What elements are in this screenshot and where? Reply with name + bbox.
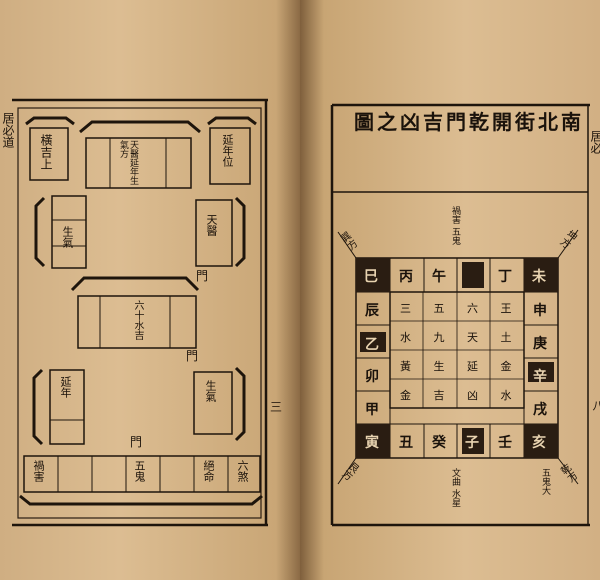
inner-cell-0-3: 王 bbox=[500, 302, 512, 315]
left-page-drawing bbox=[17, 107, 262, 519]
gate-label-middle: 門 bbox=[186, 349, 199, 363]
bottom-room-1: 禍害 bbox=[32, 460, 45, 482]
gate-label-lower: 門 bbox=[130, 435, 143, 449]
cell-left-2: 卯 bbox=[365, 369, 379, 385]
inner-cell-2-1: 生 bbox=[433, 360, 445, 373]
cell-left-4: 寅 bbox=[365, 435, 379, 451]
inner-cell-2-0: 黃 bbox=[400, 360, 411, 373]
inner-cell-0-2: 六 bbox=[467, 302, 478, 315]
left-folio: 三 bbox=[270, 400, 283, 414]
inner-cell-3-3: 水 bbox=[500, 389, 512, 402]
block-middle-right: 天醫 bbox=[205, 214, 218, 236]
cell-top-0: 巳 bbox=[364, 269, 378, 285]
cell-top-3: 丁 bbox=[498, 269, 512, 285]
cell-right-2: 辛 bbox=[533, 369, 547, 385]
block-top-right: 延年位 bbox=[221, 134, 234, 167]
cell-top-4: 未 bbox=[532, 269, 546, 285]
bottom-room-7: 六煞 bbox=[236, 460, 249, 482]
inner-cell-3-2: 凶 bbox=[467, 389, 478, 402]
block-lower-left: 延年 bbox=[59, 376, 72, 398]
note-bottom-center: 文曲 水星 bbox=[450, 468, 460, 507]
bottom-room-4: 五鬼 bbox=[133, 460, 146, 482]
cell-bottom-4: 丑 bbox=[399, 435, 413, 451]
left-page: 居必道 三 橫吉上 天醫延年生氣方 延年位 生氣 天醫 六十水吉 延年 生氣 門… bbox=[0, 0, 300, 580]
inner-cell-0-0: 三 bbox=[400, 302, 411, 315]
note-top-center: 禍害 五鬼 bbox=[450, 206, 460, 245]
right-page-drawing bbox=[330, 103, 590, 527]
inner-cell-1-2: 天 bbox=[467, 331, 478, 344]
inner-grid: 三五六王水九天土黃生延金金吉凶水 bbox=[390, 292, 524, 408]
cell-left-0: 辰 bbox=[365, 303, 379, 319]
right-margin-label: 居必 bbox=[589, 130, 600, 154]
cell-left-1: 乙 bbox=[365, 337, 379, 353]
gate-label-upper: 門 bbox=[196, 269, 209, 283]
cell-right-1: 庚 bbox=[533, 336, 547, 352]
left-margin-label: 居必道 bbox=[1, 112, 15, 148]
note-bottom-right: 五鬼大 bbox=[540, 468, 550, 495]
block-center-hall: 六十水吉 bbox=[132, 300, 143, 340]
right-page: 居必 八 南北街開乾門吉凶之圖 巳 丙 午 丁 未 申 庚 辛 戌 亥 壬 子 … bbox=[300, 0, 600, 580]
inner-cell-2-3: 金 bbox=[500, 360, 512, 373]
inner-cell-1-1: 九 bbox=[433, 331, 445, 344]
block-top-left: 橫吉上 bbox=[39, 134, 53, 170]
block-middle-left: 生氣 bbox=[61, 226, 74, 248]
inner-cell-2-2: 延 bbox=[467, 360, 478, 373]
bottom-room-6: 絕命 bbox=[202, 460, 215, 482]
inner-cell-3-0: 金 bbox=[400, 389, 411, 402]
inner-cell-0-1: 五 bbox=[433, 302, 445, 315]
diagram-title: 南北街開乾門吉凶之圖 bbox=[354, 110, 584, 134]
cell-bottom-2: 子 bbox=[465, 435, 479, 451]
block-lower-right: 生氣 bbox=[204, 380, 217, 402]
cell-bottom-3: 癸 bbox=[432, 435, 446, 451]
inner-cell-3-1: 吉 bbox=[433, 389, 445, 402]
cell-right-0: 申 bbox=[533, 303, 547, 319]
right-folio: 八 bbox=[591, 400, 600, 411]
cell-left-3: 甲 bbox=[365, 402, 379, 418]
cell-bottom-1: 壬 bbox=[498, 435, 512, 451]
cell-top-2: 午 bbox=[432, 269, 446, 285]
cell-bottom-0: 亥 bbox=[532, 435, 546, 451]
inner-cell-1-3: 土 bbox=[500, 331, 512, 344]
block-top-center: 天醫延年生氣方 bbox=[118, 140, 138, 185]
cell-right-3: 戌 bbox=[533, 402, 547, 418]
inner-cell-1-0: 水 bbox=[400, 331, 411, 344]
cell-top-1: 丙 bbox=[399, 269, 413, 285]
